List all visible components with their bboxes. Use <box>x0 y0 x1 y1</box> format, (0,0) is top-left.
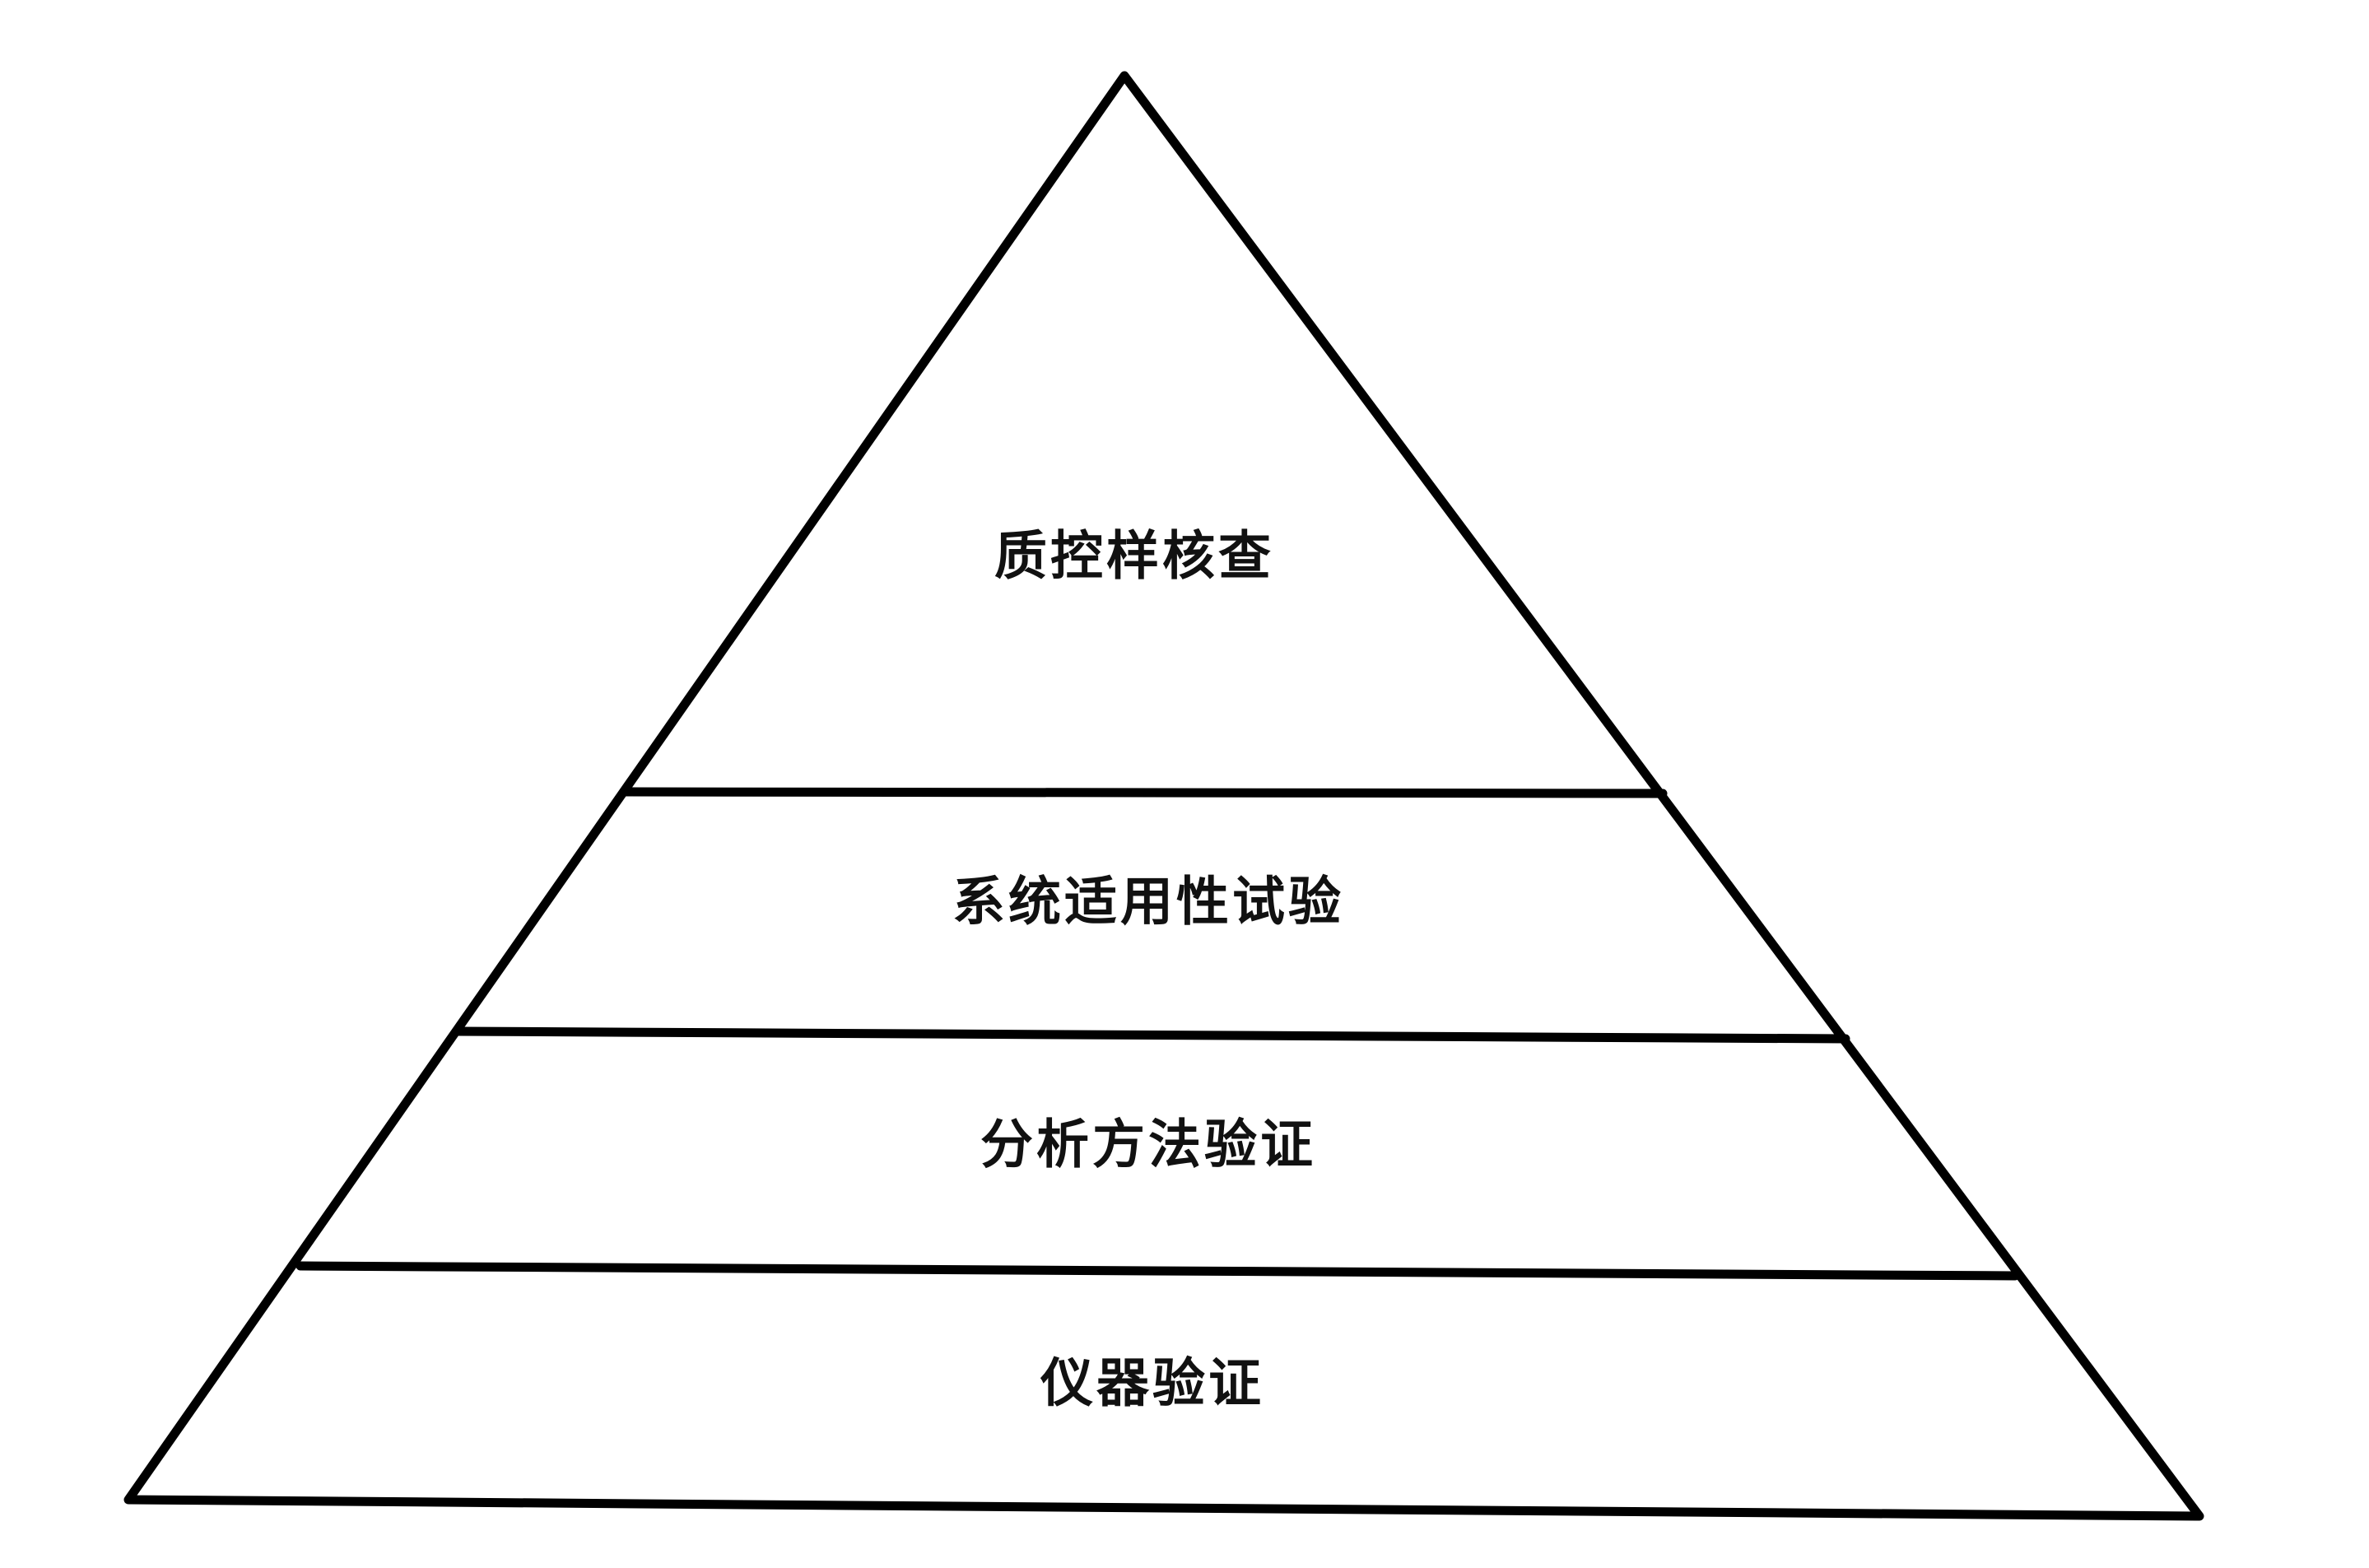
divider-bottom <box>296 1261 2020 1281</box>
level-label-quality-control-check: 质控样核查 <box>994 527 1274 588</box>
divider-middle <box>452 1026 1850 1044</box>
divider-top <box>619 787 1668 798</box>
level-label-instrument-validation: 仪器验证 <box>1040 1354 1264 1415</box>
level-label-analytical-method-validation: 分析方法验证 <box>980 1115 1316 1176</box>
level-label-system-suitability-test: 系统适用性试验 <box>952 872 1344 933</box>
